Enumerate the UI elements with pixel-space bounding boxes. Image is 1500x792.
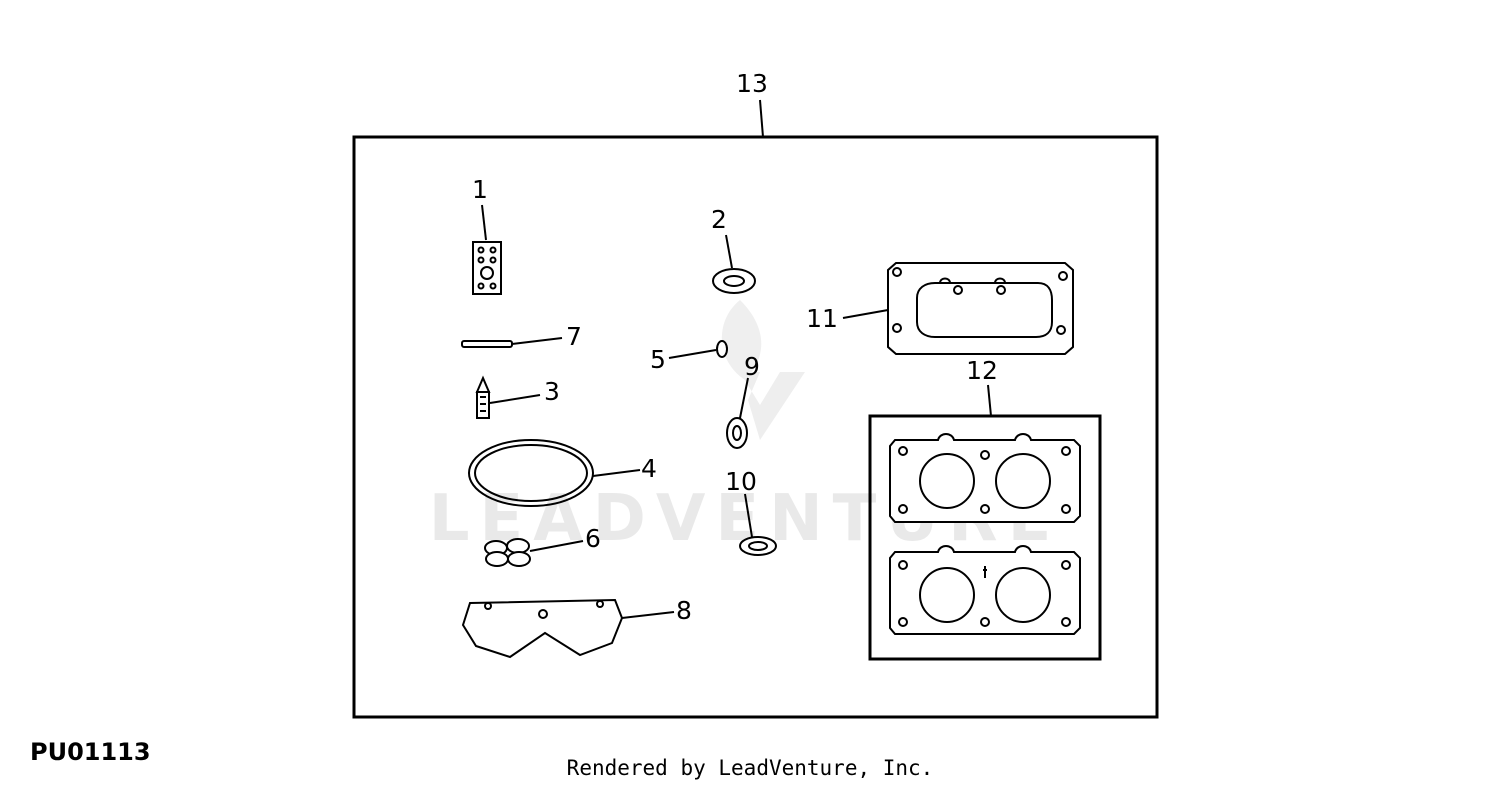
callout-9: 9: [744, 352, 760, 381]
leader-9: [739, 377, 749, 419]
callout-13: 13: [736, 69, 768, 98]
leader-6: [529, 540, 584, 552]
callout-11: 11: [806, 304, 838, 333]
part-8-gasket: [461, 598, 624, 659]
leader-4: [592, 469, 641, 477]
part-3-needle: [475, 375, 491, 419]
callout-1: 1: [472, 175, 488, 204]
leader-5: [668, 349, 717, 359]
leader-10: [744, 493, 753, 538]
callout-4: 4: [641, 454, 657, 483]
render-credit: Rendered by LeadVenture, Inc.: [566, 756, 934, 780]
part-9-washer: [726, 417, 748, 449]
callout-2: 2: [711, 205, 727, 234]
part-1-plate: [472, 241, 502, 295]
leader-8: [621, 611, 675, 619]
part-12-gasket-bottom: [889, 545, 1081, 635]
part-4-ring: [468, 439, 594, 507]
part-10-washer: [739, 536, 777, 556]
kit-frame: [352, 135, 1159, 719]
leader-1: [481, 204, 487, 241]
leader-11: [842, 309, 889, 319]
callout-3: 3: [544, 377, 560, 406]
part-12-box: [868, 414, 1102, 661]
part-5-washer: [716, 340, 728, 358]
callout-5: 5: [650, 345, 666, 374]
leader-13: [759, 99, 764, 138]
part-12-gasket-top: [889, 433, 1081, 523]
leader-2: [725, 234, 733, 269]
leader-7: [511, 337, 563, 345]
callout-8: 8: [676, 596, 692, 625]
leader-3: [489, 394, 541, 404]
part-11-cover: [887, 262, 1074, 355]
callout-6: 6: [585, 524, 601, 553]
callout-7: 7: [566, 322, 582, 351]
callout-12: 12: [966, 356, 998, 385]
part-2-washer: [712, 268, 756, 294]
leader-12: [987, 384, 992, 417]
part-6-seal: [484, 538, 531, 567]
part-7-pin: [461, 340, 513, 348]
callout-10: 10: [725, 467, 757, 496]
figure-reference: PU01113: [30, 738, 151, 766]
